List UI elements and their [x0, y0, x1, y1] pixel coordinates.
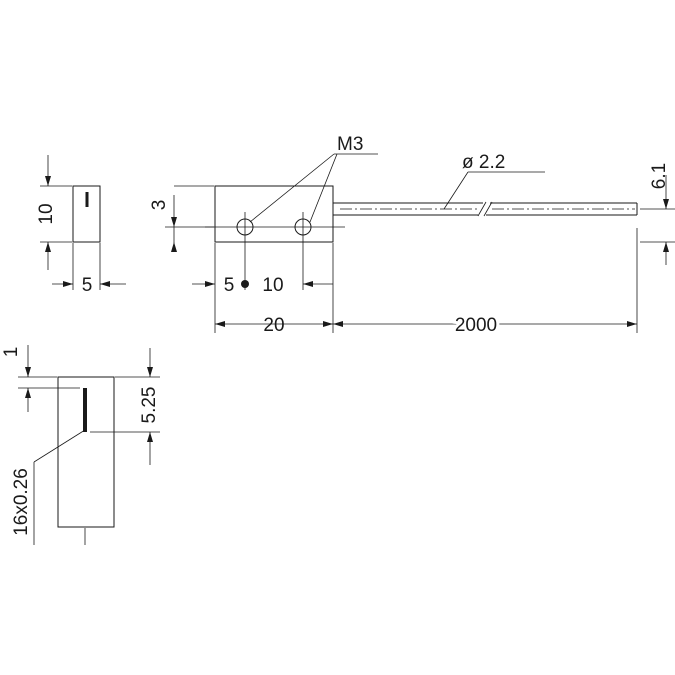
main-view: M3 3 ø 2.2 6.1	[149, 134, 675, 339]
face-slot-size-label: 16x0.26	[11, 468, 32, 536]
hole-spacing-b-label: 10	[262, 275, 283, 296]
hole-spacing-a-label: 5	[224, 275, 235, 296]
side-view-body	[72, 185, 101, 243]
thread-label: M3	[337, 134, 363, 155]
spacing-dot	[241, 280, 249, 288]
cable-diameter-label: ø 2.2	[462, 152, 505, 173]
body-length-label: 20	[263, 315, 284, 336]
hole-offset-label: 3	[149, 200, 170, 211]
face-slot-depth-label: 5.25	[139, 387, 160, 424]
face-view: 1 5.25 16x0.26	[1, 345, 163, 545]
cable-length-label: 2000	[455, 315, 497, 336]
cable-offset-label: 6.1	[649, 163, 670, 189]
face-view-body	[57, 376, 115, 528]
sensor-body	[214, 185, 334, 243]
cable	[333, 201, 638, 217]
side-view: 10 5	[36, 155, 126, 296]
side-view-height-label: 10	[36, 203, 57, 224]
face-top-offset-label: 1	[1, 347, 22, 358]
side-view-width-label: 5	[82, 275, 93, 296]
